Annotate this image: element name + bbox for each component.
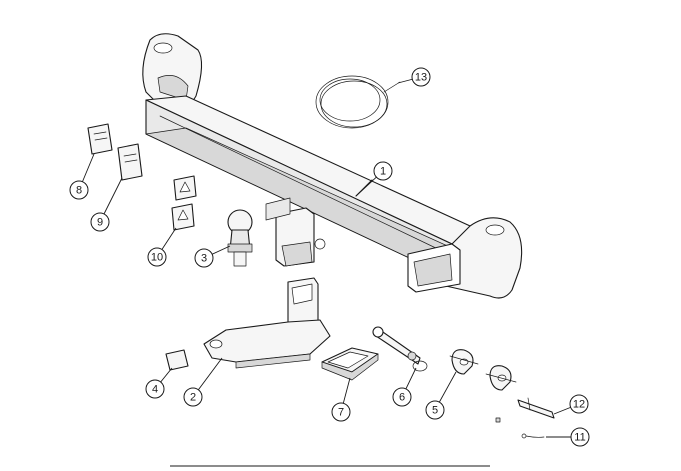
- pin-with-clip: [372, 326, 428, 372]
- tow-ball: [227, 209, 253, 267]
- callout-number: 2: [190, 392, 196, 404]
- callout-circle: [392, 387, 412, 407]
- callout-number: 13: [415, 72, 427, 84]
- callout-circle: [569, 394, 589, 414]
- callout-3: 3: [194, 245, 231, 268]
- callout-number: 10: [151, 252, 163, 264]
- label-8: [87, 123, 113, 155]
- callout-4: 4: [145, 367, 173, 399]
- callout-circle: [69, 180, 89, 200]
- callout-8: 8: [69, 153, 95, 200]
- callout-6: 6: [392, 367, 417, 407]
- callout-number: 1: [380, 166, 386, 178]
- callout-1: 1: [355, 161, 393, 197]
- callout-number: 5: [432, 405, 438, 417]
- callout-number: 3: [201, 253, 207, 265]
- callout-circle: [425, 400, 445, 420]
- callout-11: 11: [546, 427, 590, 447]
- callout-7: 7: [331, 377, 351, 422]
- callout-2: 2: [183, 357, 223, 407]
- crossbar-beam: [142, 33, 523, 299]
- warning-labels-10: [171, 175, 197, 231]
- callout-number: 4: [152, 384, 158, 396]
- callout-10: 10: [147, 227, 177, 267]
- label-9: [117, 143, 143, 181]
- callout-circle: [90, 212, 110, 232]
- callout-circle: [331, 402, 351, 422]
- callout-number: 8: [76, 185, 82, 197]
- square-gasket: [321, 347, 379, 381]
- callout-number: 7: [338, 407, 344, 419]
- key-12: [495, 397, 555, 423]
- callout-circle: [570, 427, 590, 447]
- callout-circle: [147, 247, 167, 267]
- callout-circle: [373, 161, 393, 181]
- callout-circle: [411, 67, 431, 87]
- hitch-drop-plate: [203, 277, 331, 369]
- callout-circle: [145, 379, 165, 399]
- callout-13: 13: [397, 67, 431, 87]
- shackles: [449, 349, 517, 391]
- clip-11: [521, 433, 545, 439]
- callout-number: 6: [399, 392, 405, 404]
- callout-12: 12: [553, 394, 589, 415]
- callout-circle: [183, 387, 203, 407]
- callout-circle: [194, 248, 214, 268]
- callout-9: 9: [90, 177, 123, 232]
- callout-number: 12: [573, 399, 585, 411]
- wire-coil: [315, 75, 401, 129]
- callout-number: 11: [574, 432, 585, 444]
- callout-number: 9: [97, 217, 103, 229]
- callout-5: 5: [425, 371, 457, 420]
- pad-4: [165, 349, 189, 371]
